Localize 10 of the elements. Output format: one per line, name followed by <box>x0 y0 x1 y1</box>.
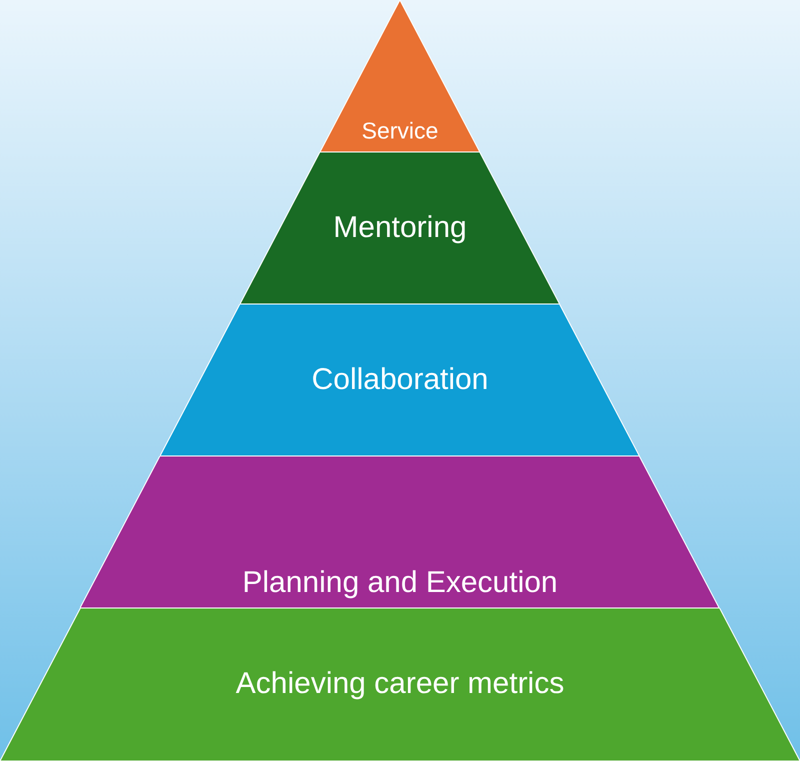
pyramid-layer <box>320 0 480 152</box>
layer-label: Collaboration <box>312 365 488 395</box>
pyramid-layer <box>160 304 640 456</box>
layer-label: Mentoring <box>333 213 467 243</box>
layer-label: Planning and Execution <box>242 568 558 598</box>
layer-label: Achieving career metrics <box>236 669 564 699</box>
pyramid-layer <box>240 152 560 304</box>
layer-label: Service <box>362 120 438 142</box>
pyramid-layer <box>80 456 720 608</box>
pyramid-layer <box>0 608 800 761</box>
